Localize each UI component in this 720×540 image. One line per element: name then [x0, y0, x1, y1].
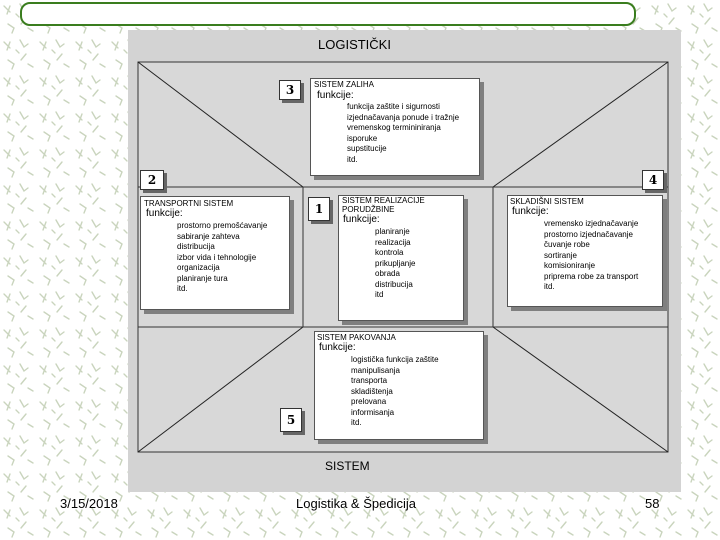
decorative-header-bar — [20, 2, 636, 26]
list-item: distribucija — [375, 279, 413, 289]
box-sistem-pakovanja: SISTEM PAKOVANJA funkcije: logistička fu… — [314, 331, 484, 440]
box-heading-line2: PORUDŽBINE — [342, 205, 395, 214]
list-item: itd. — [544, 282, 555, 291]
list-item: transporta — [351, 376, 388, 385]
functions-label: funkcije: — [319, 342, 356, 353]
box-heading: SISTEM ZALIHA — [314, 80, 375, 89]
list-item: itd — [375, 290, 384, 299]
box-skladisni-sistem: SKLADIŠNI SISTEM funkcije: vremensko izj… — [507, 195, 663, 307]
functions-label: funkcije: — [343, 214, 380, 225]
list-item: planiranje — [375, 227, 410, 236]
number-badge-1: 1 — [308, 197, 330, 221]
function-list: prostorno premošćavanje sabiranje zahtev… — [177, 221, 267, 295]
list-item: komisioniranje — [544, 261, 596, 270]
function-list: planiranje realizacija kontrola prikuplj… — [375, 227, 415, 301]
list-item: itd. — [351, 418, 362, 427]
list-item: kontrola — [375, 248, 404, 257]
box-transportni-sistem: TRANSPORTNI SISTEM funkcije: prostorno p… — [140, 196, 290, 310]
list-item: sabiranje zahteva — [177, 231, 240, 241]
list-item: vremenskog termininiranja — [347, 123, 441, 132]
list-item: isporuke — [347, 133, 378, 143]
box-heading-line1: SISTEM REALIZACIJE — [342, 196, 425, 205]
list-item: obrada — [375, 269, 400, 278]
list-item: manipulisanja — [351, 365, 400, 375]
list-item: priprema robe za transport — [544, 271, 639, 281]
footer-page-number: 58 — [645, 496, 660, 511]
list-item: logistička funkcija zaštite — [351, 355, 439, 364]
function-list: vremensko izjednačavanje prostorno izjed… — [544, 219, 638, 293]
box-heading: SISTEM PAKOVANJA — [317, 333, 396, 342]
list-item: izjednačavanja ponude i tražnje — [347, 112, 460, 122]
list-item: realizacija — [375, 237, 411, 247]
list-item: prostorno premošćavanje — [177, 221, 268, 230]
functions-label: funkcije: — [317, 90, 354, 101]
diagram-bottom-label: SISTEM — [325, 459, 370, 473]
box-heading: SKLADIŠNI SISTEM — [510, 197, 584, 206]
list-item: prelovana — [351, 397, 387, 406]
box-sistem-realizacije: SISTEM REALIZACIJE PORUDŽBINE funkcije: … — [338, 195, 464, 321]
function-list: funkcija zaštite i sigurnosti izjednačav… — [347, 102, 459, 165]
box-heading: TRANSPORTNI SISTEM — [144, 199, 234, 208]
list-item: distribucija — [177, 242, 215, 251]
list-item: supstitucije — [347, 144, 387, 153]
functions-label: funkcije: — [146, 208, 183, 219]
list-item: organizacija — [177, 263, 220, 272]
footer-date: 3/15/2018 — [60, 496, 118, 511]
number-badge-2: 2 — [140, 170, 164, 190]
number-badge-4: 4 — [642, 170, 664, 190]
list-item: planiranje tura — [177, 273, 228, 283]
list-item: vremensko izjednačavanje — [544, 219, 639, 228]
list-item: informisanja — [351, 407, 395, 417]
list-item: prostorno izjednačavanje — [544, 229, 633, 239]
number-badge-5: 5 — [280, 408, 302, 432]
footer-course-title: Logistika & Špedicija — [296, 496, 416, 511]
list-item: izbor vida i tehnologije — [177, 252, 257, 262]
list-item: sortiranje — [544, 250, 577, 260]
box-sistem-zaliha: SISTEM ZALIHA funkcije: funkcija zaštite… — [310, 78, 480, 176]
list-item: itd. — [347, 154, 358, 164]
list-item: itd. — [177, 284, 188, 293]
diagram-title: LOGISTIČKI — [318, 37, 391, 52]
list-item: skladištenja — [351, 386, 393, 396]
functions-label: funkcije: — [512, 206, 549, 217]
list-item: prikupljanje — [375, 258, 416, 268]
list-item: čuvanje robe — [544, 240, 590, 249]
function-list: logistička funkcija zaštite manipulisanj… — [351, 355, 439, 429]
number-badge-3: 3 — [279, 80, 301, 100]
list-item: funkcija zaštite i sigurnosti — [347, 102, 440, 111]
